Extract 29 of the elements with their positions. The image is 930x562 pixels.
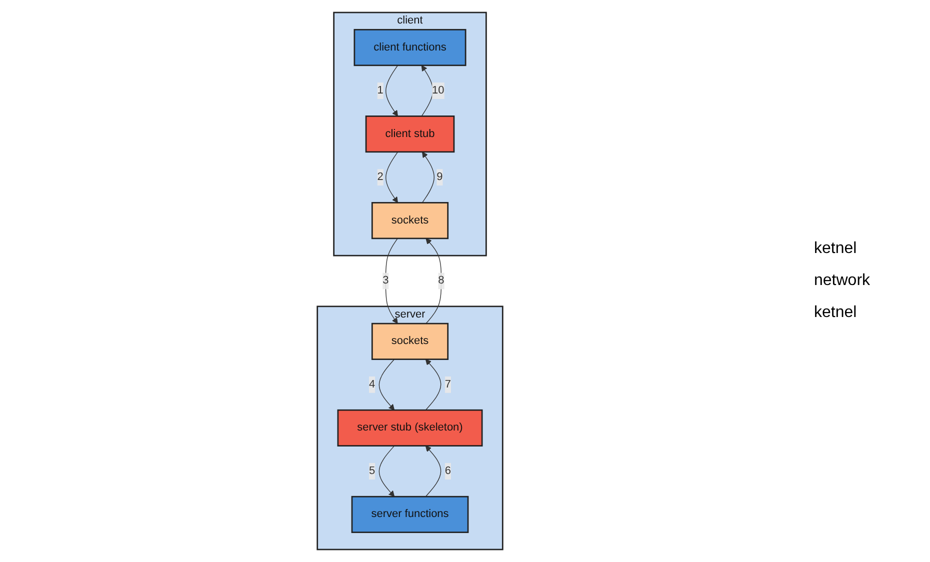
edge-label: 3 (382, 274, 389, 286)
arrow (386, 65, 398, 116)
edge-label: 4 (369, 378, 376, 390)
arrow (425, 446, 442, 497)
edge-label: 10 (432, 84, 444, 96)
arrow (385, 238, 398, 324)
edge-label: 9 (436, 171, 443, 183)
arrow (378, 358, 395, 410)
note-label: network (814, 272, 872, 290)
arrow (425, 359, 442, 410)
edge-label: 2 (377, 171, 384, 183)
arrow (421, 65, 434, 117)
edge-label: 5 (369, 465, 376, 477)
arrow (378, 445, 395, 497)
arrow (426, 238, 442, 324)
edge-label: 1 (377, 84, 384, 96)
node-box: client functions (354, 28, 466, 66)
node-box: sockets (371, 322, 449, 360)
node-box: server functions (351, 496, 469, 534)
edge-label: 6 (444, 465, 451, 477)
edge-label: 8 (438, 274, 444, 286)
node-box: sockets (371, 202, 449, 240)
edge-label: 7 (444, 378, 451, 390)
arrow (386, 152, 398, 203)
note-label: ketnel (814, 240, 858, 258)
note-label: ketnel (814, 304, 858, 322)
node-box: client stub (365, 116, 455, 153)
arrow (422, 152, 434, 204)
node-box: server stub (skeleton) (337, 409, 483, 446)
